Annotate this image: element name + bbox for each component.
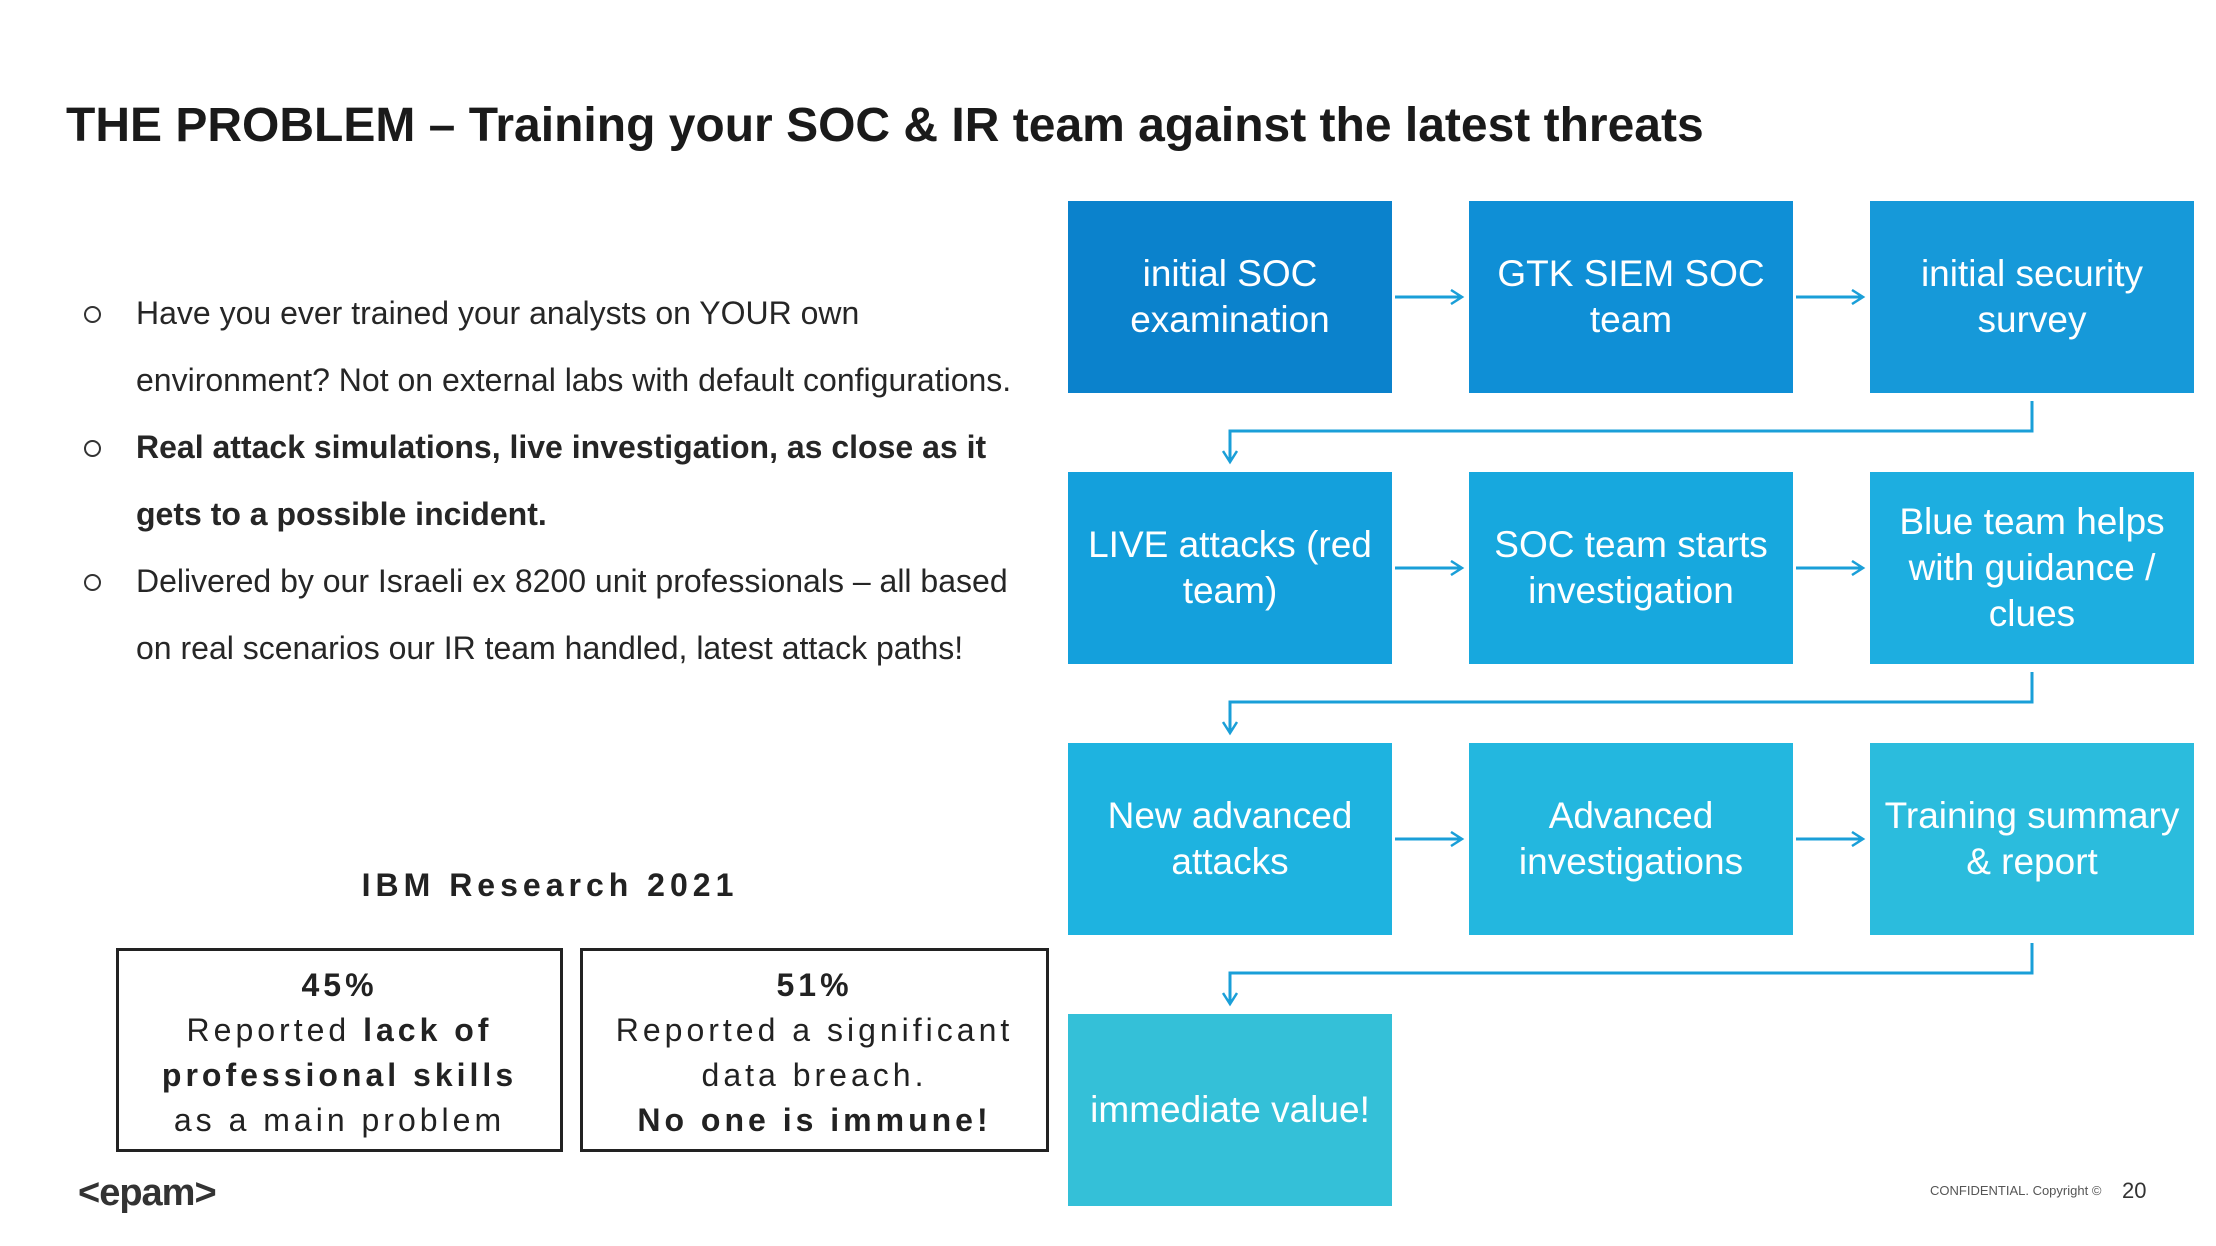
page-number: 20 <box>2122 1178 2147 1203</box>
bullet-text: Delivered by our Israeli ex 8200 unit pr… <box>136 563 1008 666</box>
bullet-text: Have you ever trained your analysts on Y… <box>136 295 1012 398</box>
flow-step-training-summary: Training summary & report <box>1870 743 2194 935</box>
arrow-down-connector <box>1230 943 2034 1003</box>
stat-text-bold: lack of <box>363 1012 493 1048</box>
stat-line: Reported lack of <box>119 1008 560 1053</box>
confidential-footer: CONFIDENTIAL. Copyright © <box>1930 1183 2102 1198</box>
flow-step-immediate-value: immediate value! <box>1068 1014 1392 1206</box>
stat-line: Reported a significant <box>615 1012 1014 1048</box>
bullet-item: Have you ever trained your analysts on Y… <box>80 280 1040 414</box>
circle-bullet-icon <box>84 574 101 591</box>
arrow-down-connector <box>1230 401 2034 461</box>
stat-box-breach: 51% Reported a significant data breach. … <box>580 948 1049 1152</box>
flow-step-live-attacks: LIVE attacks (red team) <box>1068 472 1392 664</box>
flow-step-initial-soc-examination: initial SOC examination <box>1068 201 1392 393</box>
flow-step-soc-investigation: SOC team starts investigation <box>1469 472 1793 664</box>
bullet-text: Real attack simulations, live investigat… <box>136 429 987 532</box>
stat-line: as a main problem <box>173 1102 506 1138</box>
bullet-item: Real attack simulations, live investigat… <box>80 414 1040 548</box>
stat-line: professional skills <box>119 1053 560 1098</box>
flow-step-advanced-investigations: Advanced investigations <box>1469 743 1793 935</box>
page-title: THE PROBLEM – Training your SOC & IR tea… <box>66 99 1704 152</box>
stat-text-bold: No one is immune! <box>637 1102 992 1138</box>
stat-text: Reported <box>186 1012 364 1048</box>
stat-line: No one is immune! <box>583 1098 1046 1143</box>
arrow-down-connector <box>1230 672 2034 732</box>
stat-text-bold: professional skills <box>161 1057 518 1093</box>
stat-percent: 45% <box>301 967 378 1003</box>
flow-step-gtk-siem-soc-team: GTK SIEM SOC team <box>1469 201 1793 393</box>
stat-line: data breach. <box>701 1057 928 1093</box>
flow-step-new-advanced-attacks: New advanced attacks <box>1068 743 1392 935</box>
stat-percent: 51% <box>776 967 853 1003</box>
circle-bullet-icon <box>84 306 101 323</box>
bullet-item: Delivered by our Israeli ex 8200 unit pr… <box>80 548 1040 682</box>
research-label: IBM Research 2021 <box>361 867 739 903</box>
stat-box-skills: 45% Reported lack of professional skills… <box>116 948 563 1152</box>
circle-bullet-icon <box>84 440 101 457</box>
epam-logo: <epam> <box>78 1172 217 1214</box>
bullet-list: Have you ever trained your analysts on Y… <box>80 280 1040 682</box>
flow-step-blue-team-guidance: Blue team helps with guidance / clues <box>1870 472 2194 664</box>
flow-step-initial-security-survey: initial security survey <box>1870 201 2194 393</box>
